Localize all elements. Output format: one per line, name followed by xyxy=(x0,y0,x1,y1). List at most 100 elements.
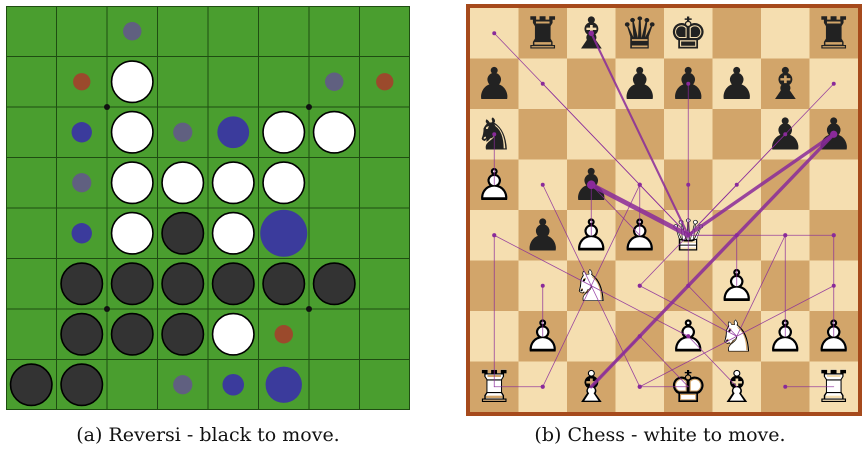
chess-square-b6[interactable] xyxy=(519,109,568,160)
white-disc xyxy=(112,61,153,102)
reversi-cell-r0-c7[interactable] xyxy=(360,6,411,57)
piece-glyph: ♟ xyxy=(620,59,659,110)
reversi-star-point xyxy=(104,104,110,110)
white-disc xyxy=(213,162,254,203)
black-disc xyxy=(112,263,153,304)
black-disc xyxy=(61,364,102,405)
reversi-board[interactable] xyxy=(6,6,410,410)
reversi-cell-r4-c6[interactable] xyxy=(309,208,360,259)
white-disc xyxy=(213,314,254,355)
reversi-move-hint[interactable] xyxy=(73,73,90,90)
reversi-cell-r0-c4[interactable] xyxy=(208,6,259,57)
reversi-cell-r2-c0[interactable] xyxy=(6,107,57,158)
chess-move-arrow-head xyxy=(492,31,496,35)
black-disc xyxy=(263,263,304,304)
reversi-cell-r6-c6[interactable] xyxy=(309,309,360,360)
reversi-move-hint[interactable] xyxy=(123,22,142,41)
reversi-cell-r0-c3[interactable] xyxy=(158,6,209,57)
reversi-cell-r0-c6[interactable] xyxy=(309,6,360,57)
black-disc xyxy=(162,213,203,254)
chess-move-arrow-head xyxy=(783,385,787,389)
white-disc xyxy=(162,162,203,203)
reversi-cell-r5-c0[interactable] xyxy=(6,259,57,310)
reversi-cell-r0-c1[interactable] xyxy=(57,6,108,57)
chess-square-g8[interactable] xyxy=(761,8,810,59)
black-king-icon[interactable]: ♚ xyxy=(669,8,708,59)
chess-move-arrow-head xyxy=(735,233,739,237)
reversi-cell-r5-c7[interactable] xyxy=(360,259,411,310)
chess-move-arrow-head xyxy=(638,334,642,338)
chess-square-f6[interactable] xyxy=(713,109,762,160)
reversi-cell-r1-c0[interactable] xyxy=(6,57,57,108)
chess-move-arrow-head xyxy=(541,82,545,86)
reversi-cell-r0-c0[interactable] xyxy=(6,6,57,57)
reversi-move-hint[interactable] xyxy=(260,210,307,257)
reversi-move-hint[interactable] xyxy=(266,367,302,403)
reversi-move-hint[interactable] xyxy=(222,374,244,396)
reversi-cell-r1-c5[interactable] xyxy=(259,57,310,108)
reversi-move-hint[interactable] xyxy=(325,73,344,92)
reversi-cell-r3-c0[interactable] xyxy=(6,158,57,209)
white-king-icon[interactable]: ♚♔ xyxy=(669,362,708,413)
chess-move-arrow-head xyxy=(830,131,837,138)
chess-move-arrow-head xyxy=(783,233,787,237)
white-knight-icon[interactable]: ♞♘ xyxy=(717,311,756,362)
black-disc xyxy=(162,314,203,355)
chess-move-arrow-head xyxy=(783,132,787,136)
piece-glyph: ♛ xyxy=(620,8,659,59)
reversi-cell-r6-c7[interactable] xyxy=(360,309,411,360)
reversi-move-hint[interactable] xyxy=(173,375,192,394)
reversi-cell-r7-c7[interactable] xyxy=(360,360,411,411)
black-queen-icon[interactable]: ♛ xyxy=(620,8,659,59)
white-disc xyxy=(213,213,254,254)
black-rook-icon[interactable]: ♜ xyxy=(523,8,562,59)
reversi-star-point xyxy=(306,306,312,312)
white-disc xyxy=(263,112,304,153)
chess-move-arrow-head xyxy=(638,385,642,389)
black-disc xyxy=(314,263,355,304)
chess-move-arrow-head xyxy=(589,183,593,187)
chess-move-arrow-head xyxy=(686,82,690,86)
reversi-cell-r6-c0[interactable] xyxy=(6,309,57,360)
piece-glyph: ♜ xyxy=(814,8,853,59)
chess-square-c2[interactable] xyxy=(567,311,616,362)
reversi-move-hint[interactable] xyxy=(217,116,249,148)
reversi-cell-r0-c5[interactable] xyxy=(259,6,310,57)
piece-glyph: ♝ xyxy=(766,59,805,110)
chess-panel: ♜♝♛♚♜♟♟♟♟♝♞♟♟♟♙♟♟♟♙♟♙♛♕♞♘♟♙♟♙♟♙♞♘♟♙♟♙♜♖♝… xyxy=(466,4,862,416)
reversi-cell-r1-c4[interactable] xyxy=(208,57,259,108)
reversi-cell-r3-c6[interactable] xyxy=(309,158,360,209)
reversi-cell-r4-c0[interactable] xyxy=(6,208,57,259)
reversi-cell-r4-c7[interactable] xyxy=(360,208,411,259)
white-rook-icon[interactable]: ♜♖ xyxy=(814,362,853,413)
reversi-move-hint[interactable] xyxy=(173,123,192,142)
white-disc xyxy=(112,213,153,254)
reversi-move-hint[interactable] xyxy=(376,73,393,90)
chess-square-h5[interactable] xyxy=(810,160,859,211)
black-pawn-icon[interactable]: ♟ xyxy=(620,59,659,110)
chess-board[interactable]: ♜♝♛♚♜♟♟♟♟♝♞♟♟♟♙♟♟♟♙♟♙♛♕♞♘♟♙♟♙♟♙♞♘♟♙♟♙♜♖♝… xyxy=(466,4,862,416)
reversi-cell-r2-c7[interactable] xyxy=(360,107,411,158)
reversi-panel xyxy=(6,6,410,410)
reversi-cell-r1-c3[interactable] xyxy=(158,57,209,108)
chess-move-arrow-head xyxy=(541,183,545,187)
piece-outline: ♗ xyxy=(717,362,756,413)
reversi-cell-r7-c2[interactable] xyxy=(107,360,158,411)
white-disc xyxy=(112,112,153,153)
chess-square-f8[interactable] xyxy=(713,8,762,59)
black-pawn-icon[interactable]: ♟ xyxy=(717,59,756,110)
black-bishop-icon[interactable]: ♝ xyxy=(766,59,805,110)
reversi-move-hint[interactable] xyxy=(72,173,91,192)
reversi-move-hint[interactable] xyxy=(275,325,294,344)
reversi-move-hint[interactable] xyxy=(72,223,92,243)
chess-square-c7[interactable] xyxy=(567,59,616,110)
chess-move-arrow-head xyxy=(492,233,496,237)
black-rook-icon[interactable]: ♜ xyxy=(814,8,853,59)
black-pawn-icon[interactable]: ♟ xyxy=(475,59,514,110)
reversi-cell-r3-c7[interactable] xyxy=(360,158,411,209)
chess-move-arrow-head xyxy=(541,385,545,389)
reversi-cell-r7-c6[interactable] xyxy=(309,360,360,411)
white-bishop-icon[interactable]: ♝♗ xyxy=(717,362,756,413)
piece-glyph: ♚ xyxy=(669,8,708,59)
reversi-move-hint[interactable] xyxy=(72,122,92,142)
